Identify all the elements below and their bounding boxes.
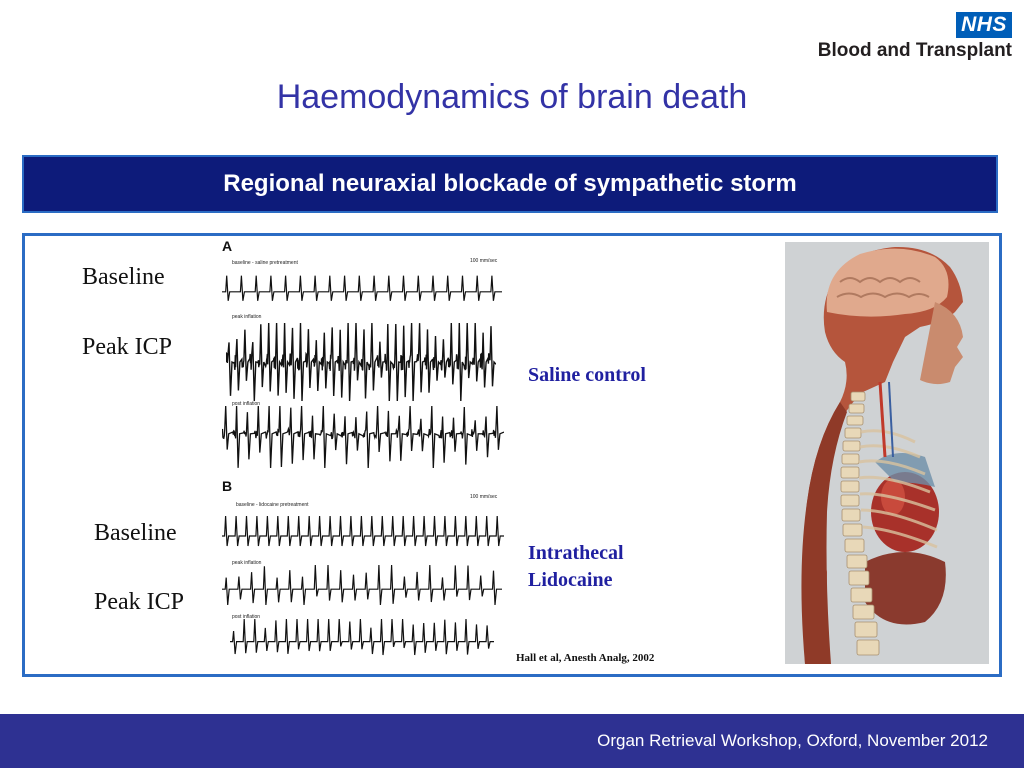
ecg-trace-b-post: [230, 618, 494, 656]
ecg-trace-a-baseline: [222, 275, 502, 301]
ecg-trace-b-baseline-line: [222, 515, 504, 547]
ecg-trace-b-peak: [222, 564, 502, 606]
panel-b-speed: 100 mm/sec: [470, 494, 498, 500]
lidocaine-label-line1: Intrathecal: [528, 542, 624, 564]
panel-b-letter: B: [222, 478, 233, 494]
ecg-trace-a-peak: [226, 322, 496, 402]
banner-heading: Regional neuraxial blockade of sympathet…: [22, 155, 998, 213]
panel-b-trace3-caption: post inflation: [232, 614, 261, 620]
panel-b-trace2-caption: peak inflation: [232, 560, 262, 566]
panel-a-speed: 100 mm/sec: [470, 258, 498, 264]
ecg-trace-b-post-line: [230, 618, 494, 656]
slide-title: Haemodynamics of brain death: [276, 78, 748, 116]
label-b-baseline: Baseline: [94, 520, 177, 546]
label-a-peak-icp: Peak ICP: [82, 334, 172, 360]
panel-a-trace2-caption: peak inflation: [232, 314, 262, 320]
panel-a-trace1-caption: baseline - saline pretreatment: [232, 260, 298, 266]
ecg-trace-a-baseline-line: [222, 275, 502, 301]
saline-control-label: Saline control: [528, 364, 646, 386]
nhs-logo: NHS Blood and Transplant: [812, 12, 1012, 64]
ecg-trace-a-post: [222, 405, 504, 469]
label-b-peak-icp: Peak ICP: [94, 589, 184, 615]
ecg-trace-b-peak-line: [222, 564, 502, 606]
ecg-trace-a-peak-line: [226, 322, 496, 402]
footer-text: Organ Retrieval Workshop, Oxford, Novemb…: [597, 731, 988, 750]
nhs-mark: NHS: [956, 12, 1012, 38]
footer-bar: Organ Retrieval Workshop, Oxford, Novemb…: [0, 714, 1024, 768]
ecg-trace-a-post-line: [222, 405, 504, 469]
anatomy-model-image: [785, 242, 989, 664]
citation: Hall et al, Anesth Analg, 2002: [516, 652, 655, 664]
org-name: Blood and Transplant: [817, 40, 1012, 61]
lidocaine-label-line2: Lidocaine: [528, 569, 613, 591]
panel-b-trace1-caption: baseline - lidocaine pretreatment: [236, 502, 309, 508]
ecg-trace-b-baseline: [222, 515, 504, 547]
label-a-baseline: Baseline: [82, 264, 165, 290]
lidocaine-label: Intrathecal Lidocaine: [528, 540, 624, 594]
panel-a-letter: A: [222, 238, 233, 254]
panel-a-trace3-caption: post inflation: [232, 401, 261, 407]
